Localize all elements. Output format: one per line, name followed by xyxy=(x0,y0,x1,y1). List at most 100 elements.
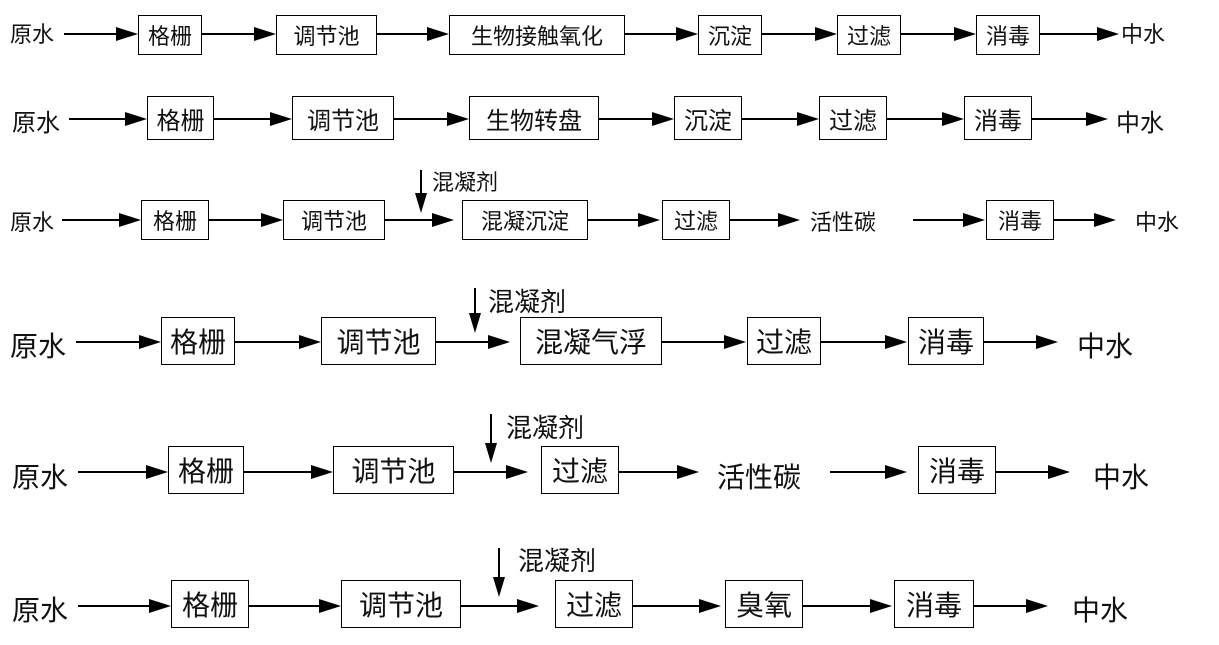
flow-line xyxy=(974,605,1026,607)
reagent-label: 混凝剂 xyxy=(506,414,585,444)
flow-line xyxy=(830,471,885,473)
process-box-sedimentation: 沉淀 xyxy=(698,15,762,55)
flow-line xyxy=(662,341,724,343)
process-box-disinfection: 消毒 xyxy=(918,446,996,494)
flow-arrowhead xyxy=(125,112,147,126)
flow-line xyxy=(821,341,885,343)
flow-arrowhead xyxy=(261,213,283,227)
flow-line xyxy=(887,118,942,120)
flow-arrowhead xyxy=(299,335,321,349)
flow-arrowhead xyxy=(116,27,138,41)
flow-line xyxy=(742,118,797,120)
flow-line xyxy=(244,471,311,473)
flow-line xyxy=(377,33,427,35)
process-box-filtration: 过滤 xyxy=(662,200,730,240)
flow-arrowhead xyxy=(1097,27,1119,41)
flow-arrowhead xyxy=(954,27,976,41)
flow-arrowhead xyxy=(1086,112,1108,126)
start-label: 原水 xyxy=(12,109,60,137)
flow-arrowhead xyxy=(638,213,660,227)
flow-arrowhead xyxy=(885,465,907,479)
flow-line xyxy=(214,118,270,120)
process-box-grate: 格栅 xyxy=(161,317,235,365)
flow-arrowhead xyxy=(677,465,699,479)
process-box-disinfection: 消毒 xyxy=(894,580,974,628)
process-box-equalization-tank: 调节池 xyxy=(341,580,461,628)
process-box-coagulation-air-flotation: 混凝气浮 xyxy=(520,317,662,365)
flow-line xyxy=(69,118,125,120)
flow-line xyxy=(588,219,638,221)
flow-line xyxy=(436,341,488,343)
flow-arrowhead xyxy=(870,599,892,613)
process-box-biological-contact-oxidation: 生物接触氧化 xyxy=(449,15,625,55)
flow-line xyxy=(235,341,299,343)
flow-arrowhead xyxy=(432,213,454,227)
flow-arrowhead xyxy=(778,213,800,227)
process-box-filtration: 过滤 xyxy=(819,96,887,140)
process-box-equalization-tank: 调节池 xyxy=(283,200,385,240)
flow-line xyxy=(202,33,254,35)
flow-line xyxy=(599,118,652,120)
flow-arrowhead xyxy=(699,599,721,613)
process-box-equalization-tank: 调节池 xyxy=(292,96,394,140)
flow-line xyxy=(762,33,815,35)
reagent-label: 混凝剂 xyxy=(432,171,499,196)
reagent-dosing-line xyxy=(474,288,476,316)
process-box-ozone: 臭氧 xyxy=(725,580,803,628)
reagent-label: 混凝剂 xyxy=(488,288,567,318)
end-label: 中水 xyxy=(1121,23,1166,48)
flow-line xyxy=(209,219,261,221)
flow-arrowhead xyxy=(652,112,674,126)
process-box-equalization-tank: 调节池 xyxy=(276,15,377,55)
flow-arrowhead xyxy=(963,213,985,227)
process-box-grate: 格栅 xyxy=(168,446,244,494)
reagent-dosing-arrowhead xyxy=(415,193,427,213)
flow-line xyxy=(78,471,146,473)
flow-line xyxy=(454,471,506,473)
flow-line xyxy=(619,471,677,473)
flow-line xyxy=(913,219,963,221)
end-label: 中水 xyxy=(1093,461,1150,494)
flow-arrowhead xyxy=(506,465,528,479)
activated-carbon-label: 活性碳 xyxy=(717,461,802,494)
end-label: 中水 xyxy=(1135,211,1180,236)
process-box-equalization-tank: 调节池 xyxy=(321,317,436,365)
flow-line xyxy=(901,33,954,35)
process-box-coagulation-sedimentation: 混凝沉淀 xyxy=(462,200,588,240)
process-box-grate: 格栅 xyxy=(141,200,209,240)
process-box-equalization-tank: 调节池 xyxy=(333,446,454,494)
flow-arrowhead xyxy=(797,112,819,126)
start-label: 原水 xyxy=(10,23,55,48)
process-box-filtration: 过滤 xyxy=(541,446,619,494)
flow-arrowhead xyxy=(942,112,964,126)
flow-line xyxy=(1040,33,1097,35)
flow-arrowhead xyxy=(319,599,341,613)
process-box-sedimentation: 沉淀 xyxy=(674,96,742,140)
flow-arrowhead xyxy=(488,335,510,349)
start-label: 原水 xyxy=(12,594,69,627)
flow-arrowhead xyxy=(1026,599,1048,613)
flow-arrowhead xyxy=(119,213,141,227)
end-label: 中水 xyxy=(1077,330,1134,363)
flow-line xyxy=(394,118,447,120)
start-label: 原水 xyxy=(12,461,69,494)
reagent-dosing-arrowhead xyxy=(493,577,505,597)
flow-line xyxy=(62,219,119,221)
flow-arrowhead xyxy=(254,27,276,41)
process-box-disinfection: 消毒 xyxy=(976,15,1040,55)
reagent-dosing-line xyxy=(498,548,500,580)
flow-line xyxy=(633,605,699,607)
flow-arrowhead xyxy=(427,27,449,41)
process-box-disinfection: 消毒 xyxy=(908,317,984,365)
process-box-grate: 格栅 xyxy=(171,580,249,628)
process-box-biological-rotating-disc: 生物转盘 xyxy=(469,96,599,140)
flow-arrowhead xyxy=(724,335,746,349)
flow-line xyxy=(76,341,139,343)
flow-arrowhead xyxy=(447,112,469,126)
flow-line xyxy=(1032,118,1086,120)
flow-arrowhead xyxy=(815,27,837,41)
activated-carbon-label: 活性碳 xyxy=(810,211,877,236)
process-box-grate: 格栅 xyxy=(147,96,214,140)
reagent-dosing-line xyxy=(490,414,492,446)
